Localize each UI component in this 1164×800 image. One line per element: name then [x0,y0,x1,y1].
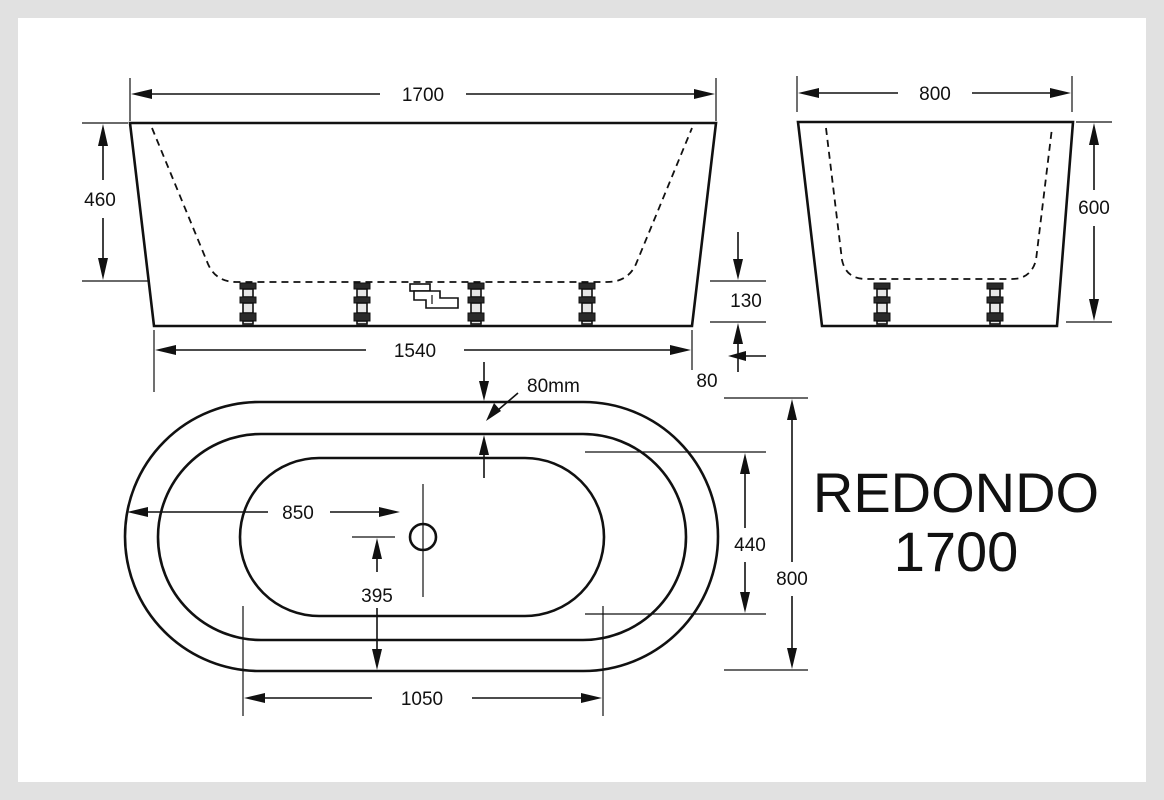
plan-basin [238,456,606,618]
front-foot [467,282,485,325]
product-name: REDONDO [813,461,1099,524]
front-foot [353,282,371,325]
plan-inner-rim [156,432,688,642]
front-outline [128,121,718,328]
dim-plan-outer-width: 800 [776,569,808,590]
side-foot [873,282,891,325]
dim-plan-waste-x: 850 [282,503,314,524]
waste-trap [409,283,459,309]
dim-side-width: 800 [919,84,951,105]
dim-front-base-length: 1540 [394,341,436,362]
front-inner-hidden-line [151,127,693,283]
plan-outer-rim [123,400,720,673]
dim-plan-waste-y: 395 [361,586,393,607]
dim-plan-inner-width: 440 [734,535,766,556]
side-inner-hidden-line [825,127,1053,280]
dim-front-length: 1700 [402,85,444,106]
plan-view: 80mm 850 395 440 800 [123,362,808,716]
dim-front-base-gap: 80 [696,371,717,392]
dim-front-height: 460 [84,190,116,211]
dim-plan-rim-width: 80mm [527,376,580,397]
side-foot [986,282,1004,325]
side-elevation: 800 600 [796,76,1112,328]
dim-plan-inner-length: 1050 [401,689,443,710]
product-model: 1700 [894,520,1019,583]
front-foot [578,282,596,325]
side-outline [796,120,1075,328]
dim-front-foot-height: 130 [730,291,762,312]
front-elevation: 1700 460 1540 130 80 [82,78,766,392]
dim-side-height: 600 [1078,198,1110,219]
front-foot [239,282,257,325]
